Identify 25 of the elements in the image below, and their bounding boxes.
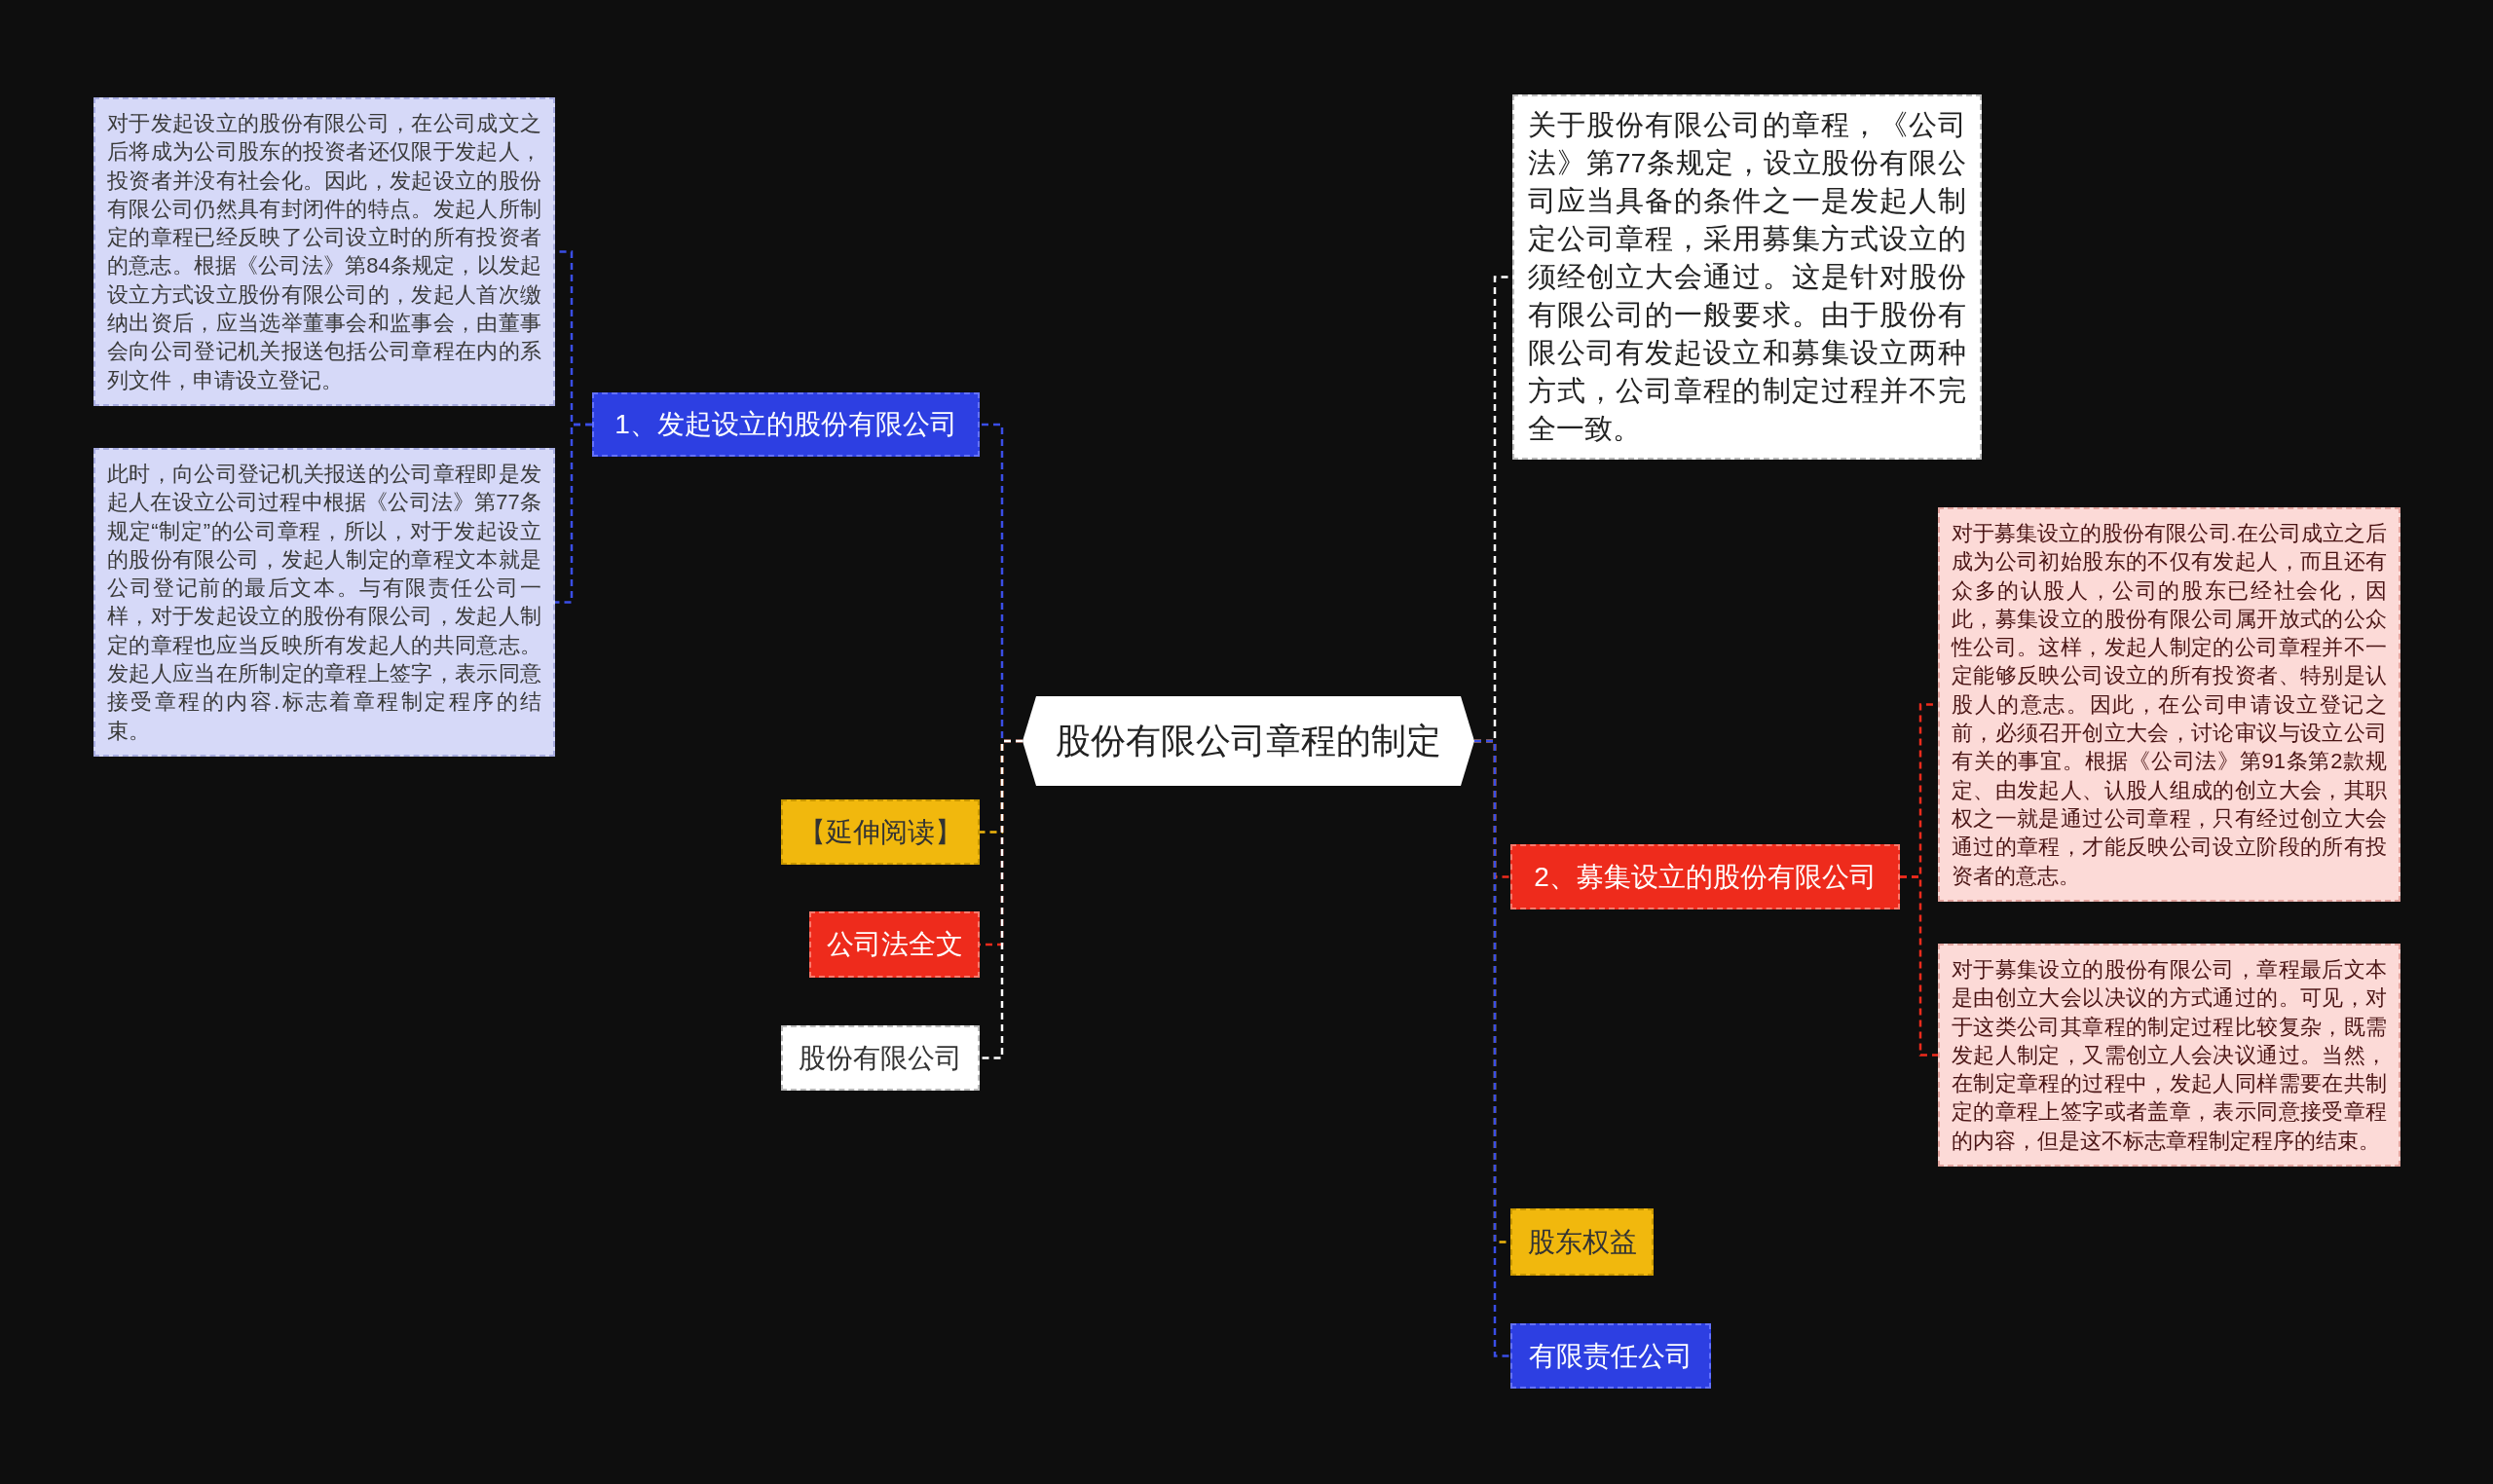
note-text: 关于股份有限公司的章程，《公司法》第77条规定，设立股份有限公司应当具备的条件之一是发起人制定公司章程，采用募集方式设立的须经创立大会通过。这是针对股份有限公司的一般要求。由于股份有限公司有发起设立和募集设立两种方式，公司章程的制定过程并不完全一致。 (1528, 108, 1966, 446)
note-text: 对于募集设立的股份有限公司.在公司成立之后成为公司初始股东的不仅有发起人，而且还有众多的认股人，公司的股东已经社会化，因此，募集设立的股份有限公司属开放式的公众性公司。这样，发起人制定的公司章程并不一定能够反映公司设立的所有投资者、特别是认股人的意志。因此，在公司申请设立登记之前，必须召开创立大会，讨论审议与设立公司有关的事宜。根据《公司法》第91条第2款规定、由发起人、认股人组成的创立大会，其职权之一就是通过公司章程，只有经过创立大会通过的章程，才能反映公司设立阶段的所有投资者的意志。 (1952, 520, 2387, 890)
connector-line (1474, 739, 1510, 1357)
note-card (1938, 944, 2400, 1168)
central-topic-label: 股份有限公司章程的制定 (1056, 719, 1441, 762)
topic-label: 【延伸阅读】 (799, 815, 962, 849)
note-text: 对于募集设立的股份有限公司，章程最后文本是由创立大会以决议的方式通过的。可见，对于这类公司其章程的制定过程比较复杂，既需发起人制定，又需创立人会决议通过。当然，在制定章程的过程中，发起人同样需要在共制定的章程上签字或者盖章，表示同意接受章程的内容，但是这不标志章程制定程序的结束。 (1952, 956, 2387, 1155)
topic-box (781, 799, 980, 865)
topic-box (1510, 1323, 1711, 1389)
topic-label: 有限责任公司 (1529, 1339, 1693, 1373)
topic-label: 公司法全文 (826, 928, 963, 961)
connector-line (980, 739, 1023, 1059)
topic-box (809, 911, 980, 978)
note-text: 此时，向公司登记机关报送的公司章程即是发起人在设立公司过程中根据《公司法》第77条规定“制定”的公司章程，所以，对于发起设立的股份有限公司，发起人制定的章程文本就是公司登记前的最后文本。与有限责任公司一样，对于发起设立的股份有限公司，发起人制定的章程也应当反映所有发起人的共同意志。发起人应当在所制定的章程上签字，表示同意接受章程的内容.标志着章程制定程序的结束。 (107, 461, 541, 745)
topic-box (592, 392, 980, 457)
topic-label: 1、发起设立的股份有限公司 (614, 408, 957, 441)
topic-box (1510, 1208, 1654, 1276)
topic-label: 股东权益 (1527, 1225, 1637, 1259)
connector-line (1900, 875, 1938, 1057)
topic-box (1510, 844, 1900, 909)
note-text: 对于发起设立的股份有限公司，在公司成文之后将成为公司股东的投资者还仅限于发起人，投资者并没有社会化。因此，发起设立的股份有限公司仍然具有封闭件的特点。发起人所制定的章程已经反映了公司设立时的所有投资者的意志。根据《公司法》第84条规定，以发起设立方式设立股份有限公司的，发起人首次缴纳出资后，应当选举董事会和监事会，由董事会向公司登记机关报送包括公司章程在内的系列文件，申请设立登记。 (107, 110, 541, 394)
topic-box (781, 1025, 980, 1091)
topic-label: 股份有限公司 (799, 1041, 962, 1075)
topic-label: 2、募集设立的股份有限公司 (1534, 860, 1877, 894)
connector-line (555, 423, 592, 604)
